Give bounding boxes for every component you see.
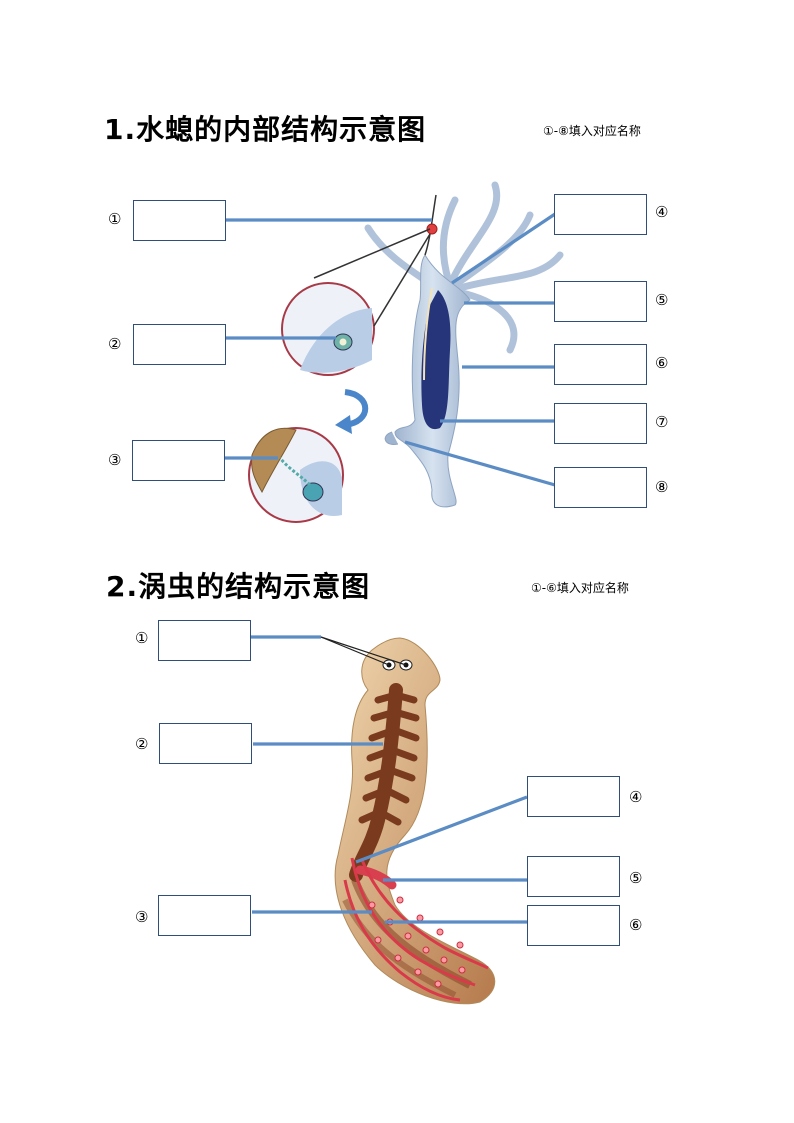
hydra-cavity (421, 290, 451, 430)
planarian-answer-box-5[interactable] (527, 856, 620, 897)
planarian-answer-box-4[interactable] (527, 776, 620, 817)
hydra-section-title: 1.水螅的内部结构示意图 (104, 113, 427, 146)
planarian-answer-box-2[interactable] (159, 723, 252, 764)
hydra-marker-8: ⑧ (655, 478, 669, 496)
hydra-answer-box-6[interactable] (554, 344, 647, 385)
hydra-marker-3: ③ (108, 451, 122, 469)
planarian-gut-branches (358, 691, 420, 826)
planarian-red-nodes (368, 896, 466, 988)
hydra-answer-box-2[interactable] (133, 324, 226, 365)
planarian-answer-box-1[interactable] (158, 620, 251, 661)
planarian-leader-lines (251, 635, 528, 924)
hydra-answer-box-3[interactable] (132, 440, 225, 481)
hydra-diagram (248, 181, 564, 523)
planarian-section-title: 2.涡虫的结构示意图 (106, 570, 371, 603)
hydra-tentacles (364, 181, 564, 354)
hydra-answer-box-8[interactable] (554, 467, 647, 508)
planarian-diagram (334, 637, 496, 1005)
hydra-marker-5: ⑤ (655, 291, 669, 309)
planarian-pharynx (355, 865, 397, 890)
hydra-answer-box-4[interactable] (554, 194, 647, 235)
hydra-marker-1: ① (108, 210, 122, 228)
planarian-marker-1: ① (135, 629, 149, 647)
hydra-marker-4: ④ (655, 203, 669, 221)
hydra-leader-lines (225, 212, 556, 487)
planarian-marker-3: ③ (135, 908, 149, 926)
hydra-answer-box-1[interactable] (133, 200, 226, 241)
planarian-marker-2: ② (135, 735, 149, 753)
planarian-instruction: ①-⑥填入对应名称 (531, 581, 629, 595)
hydra-marker-7: ⑦ (655, 413, 669, 431)
hydra-answer-box-7[interactable] (554, 403, 647, 444)
hydra-instruction: ①-⑧填入对应名称 (543, 124, 641, 138)
planarian-answer-box-6[interactable] (527, 905, 620, 946)
hydra-answer-box-5[interactable] (554, 281, 647, 322)
hydra-marker-6: ⑥ (655, 354, 669, 372)
planarian-marker-6: ⑥ (629, 916, 643, 934)
curved-arrow (344, 389, 369, 428)
planarian-answer-box-3[interactable] (158, 895, 251, 936)
planarian-marker-4: ④ (629, 788, 643, 806)
planarian-marker-5: ⑤ (629, 869, 643, 887)
planarian-red-network (343, 857, 489, 1002)
eyespot-pointer-lines (320, 636, 407, 666)
hydra-marker-2: ② (108, 335, 122, 353)
